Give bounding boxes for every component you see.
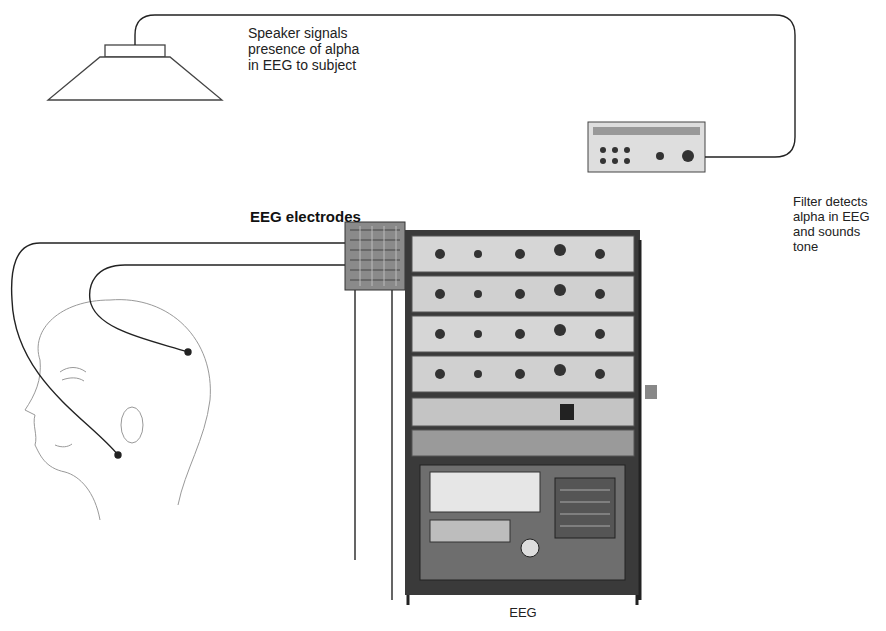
drawing-part [600,147,694,164]
drawing-part [435,289,445,299]
drawing-part [554,284,566,296]
drawing-part [405,230,640,595]
drawing-part [560,490,610,526]
drawing-part [515,329,525,339]
drawing-part [345,222,405,290]
drawing-part [593,127,700,135]
node-label: Filter detects alpha in EEG and sounds t… [793,195,881,255]
speaker-symbol [48,45,222,100]
node-label: EEG [498,606,548,621]
patch-bay [345,222,405,600]
drawing-part [560,404,574,420]
eeg-rack [405,230,657,605]
drawing-part [420,465,625,580]
drawing-part [682,150,694,162]
drawing-part [25,360,100,520]
drawing-part [474,290,482,298]
drawing-part [435,369,445,379]
drawing-part [350,230,400,280]
drawing-part [412,430,634,456]
drawing-part [185,349,191,355]
drawing-part [624,158,630,164]
drawing-part [554,324,566,336]
drawing-part [412,316,634,352]
drawing-part [624,147,630,153]
drawing-part [62,378,84,381]
drawing-part [600,158,606,164]
drawing-part [521,539,539,557]
part-label: EEG electrodes [250,208,361,225]
drawing-part [412,236,634,272]
drawing-part [435,329,445,339]
drawing-part [515,289,525,299]
filter-unit [588,122,705,172]
drawing-part [121,407,143,443]
drawing-part [48,57,222,100]
drawing-part [600,147,606,153]
drawing-part [408,240,640,605]
drawing-part [595,369,605,379]
drawing-part [588,122,705,172]
filter-node: Filter detects alpha in EEG and sounds t… [588,122,705,172]
drawing-part [595,249,605,259]
eeg-node: EEG [405,230,640,595]
speaker-node: Speaker signals presence of alpha in EEG… [48,45,222,100]
head-sketch [25,300,210,520]
drawing-part [430,472,540,512]
drawing-part [115,452,121,458]
drawing-part [60,368,86,373]
drawing-part [90,265,345,352]
drawing-part [105,45,165,57]
drawing-part [612,147,618,153]
drawing-part [430,520,510,542]
drawing-part [12,243,345,455]
drawing-part [474,250,482,258]
drawing-part [355,290,392,600]
node-label: Speaker signals presence of alpha in EEG… [248,25,366,73]
drawing-part [435,249,445,259]
drawing-part [595,289,605,299]
drawing-part [474,370,482,378]
signal-wire [135,15,795,157]
electrode-wires [12,243,345,458]
drawing-part [412,398,634,426]
drawing-part [555,478,615,538]
drawing-part [474,330,482,338]
drawing-part [554,244,566,256]
drawing-part [515,249,525,259]
drawing-part [55,444,72,447]
drawing-part [656,152,664,160]
drawing-part [360,226,396,286]
drawing-part [412,276,634,312]
drawing-part [645,385,657,399]
drawing-part [554,364,566,376]
drawing-part [515,369,525,379]
drawing-part [612,158,618,164]
drawing-part [435,244,605,379]
drawing-part [412,356,634,392]
drawing-part [595,329,605,339]
